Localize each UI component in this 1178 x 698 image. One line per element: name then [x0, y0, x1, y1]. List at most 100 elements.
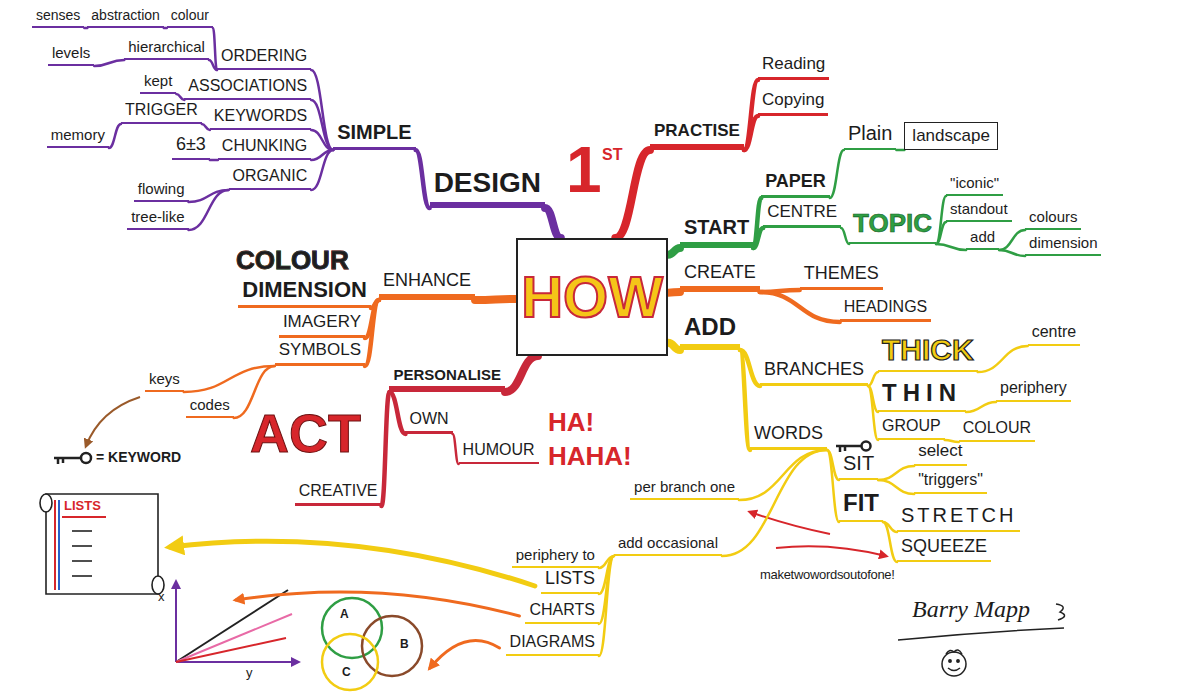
branch-line [668, 343, 680, 350]
signature-doodle [946, 650, 962, 654]
keyword-text: centre [1032, 323, 1076, 341]
keyword-text: CHUNKING [222, 137, 307, 155]
branch-keyword: PAPER [761, 171, 830, 198]
keyword-text: ADD [684, 313, 736, 341]
keyword-text: ENHANCE [383, 270, 471, 291]
axis-label: x [158, 590, 165, 605]
branch-keyword: select [914, 441, 966, 466]
list-scroll [58, 500, 60, 590]
keyword-text: THEMES [804, 263, 879, 284]
branch-keyword: periphery [996, 379, 1071, 402]
venn-label: B [400, 638, 409, 652]
doodle-word: HA! [548, 408, 594, 438]
key-icon [54, 458, 81, 464]
pointer-arrow [430, 640, 500, 668]
pointer-arrow [236, 592, 519, 616]
list-scroll [54, 500, 56, 590]
branch-keyword: PERSONALISE [389, 366, 505, 392]
keyword-text: STRETCH [901, 504, 1016, 527]
branch-line [311, 150, 333, 190]
pointer-arrow [170, 541, 535, 586]
branch-keyword: HUMOUR [459, 441, 539, 464]
branch-keyword: standout [946, 200, 1012, 222]
branch-keyword: HEADINGS [840, 298, 932, 322]
branch-line [868, 372, 878, 386]
scroll-title: LISTS [64, 499, 101, 514]
branch-line [416, 150, 430, 208]
keyword-text: ASSOCIATIONS [188, 77, 307, 95]
line-chart [176, 614, 292, 662]
branch-keyword: ORGANIC [229, 167, 312, 190]
boxed-keyword: landscape [904, 122, 998, 150]
branch-line [311, 70, 333, 150]
keyword-text: select [918, 441, 962, 461]
branch-keyword: CENTRE [763, 202, 841, 228]
line-chart [175, 582, 177, 662]
list-scroll [40, 494, 164, 594]
branch-keyword: DIAGRAMS [506, 633, 599, 656]
keyword-text: PAPER [765, 171, 826, 192]
branch-keyword: IMAGERY [279, 312, 365, 338]
venn-label: C [342, 666, 351, 680]
keyword-text: Plain [848, 122, 892, 145]
axis-label: y [246, 666, 253, 681]
branch-keyword: DESIGN [430, 167, 545, 208]
branch-line [868, 386, 878, 440]
branch-line [936, 222, 946, 244]
branch-line [896, 149, 904, 152]
branch-keyword: KEYWORDS [210, 107, 311, 130]
branch-keyword: colours [1025, 208, 1081, 230]
keyword-text: PERSONALISE [393, 366, 501, 383]
branch-line [209, 60, 217, 70]
key-icon [81, 453, 91, 463]
keyword-text: WORDS [754, 423, 823, 444]
keyword-text: DIMENSION [242, 277, 367, 302]
branch-line [189, 190, 229, 230]
branch-keyword: Reading [758, 54, 829, 80]
branch-keyword: "triggers" [914, 471, 987, 494]
signature-doodle [1056, 604, 1065, 620]
keyword-text: TOPIC [853, 209, 932, 239]
signature-doodle [957, 660, 959, 662]
keyword-text: IMAGERY [283, 312, 361, 332]
keyword-text: HOW [521, 264, 663, 331]
keyword-text: TRIGGER [125, 101, 198, 119]
list-scroll [72, 560, 92, 562]
branch-line [668, 288, 680, 297]
key-icon [862, 442, 871, 451]
branch-keyword: senses [32, 7, 84, 28]
key-icon [836, 442, 871, 453]
keyword-text: COLOUR [963, 419, 1031, 437]
keyword-text: DESIGN [434, 167, 541, 199]
branch-keyword: SQUEEZE [897, 536, 991, 562]
branch-keyword: hierarchical [124, 38, 209, 60]
branch-line [615, 150, 650, 238]
branch-line [999, 230, 1025, 250]
branch-keyword: 6±3 [172, 134, 210, 160]
keyword-text: levels [52, 44, 90, 61]
keyword-text: PRACTISE [654, 121, 740, 141]
branch-line [722, 450, 827, 556]
line-chart [176, 638, 286, 662]
branch-keyword: FIT [839, 489, 883, 522]
keyword-text: THICK [882, 333, 974, 368]
keyword-text: FIT [843, 489, 879, 517]
branch-keyword: CREATIVE [295, 482, 382, 506]
branch-keyword: COLOUR [959, 419, 1035, 442]
branch-line [878, 466, 914, 480]
branch-keyword: periphery to [512, 546, 599, 568]
branch-line [999, 250, 1025, 256]
keyword-text: Reading [762, 54, 825, 74]
branch-line [389, 392, 405, 434]
list-scroll [46, 494, 158, 594]
branch-keyword: CHUNKING [218, 137, 311, 160]
annotation: maketwowordsoutofone! [760, 568, 895, 583]
venn-diagram [362, 616, 422, 676]
branch-keyword: codes [186, 396, 234, 418]
branch-line [841, 228, 849, 244]
branch-line [744, 80, 758, 150]
branch-line [966, 402, 996, 412]
list-scroll [72, 530, 92, 532]
keyword-text: 6±3 [176, 134, 206, 155]
